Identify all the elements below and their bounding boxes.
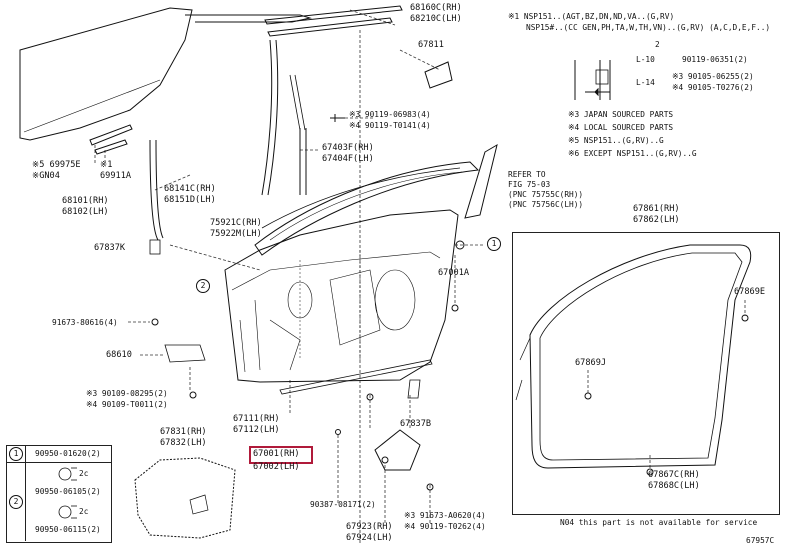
label-67831[interactable]: 67831(RH) bbox=[160, 427, 207, 437]
label-67869e[interactable]: 67869E bbox=[734, 287, 766, 297]
footer-note: N04 this part is not available for servi… bbox=[560, 518, 758, 527]
door-frame bbox=[254, 161, 480, 256]
label-68141[interactable]: 68141C(RH) bbox=[164, 184, 216, 194]
label-75921[interactable]: 75921C(RH) bbox=[210, 218, 262, 228]
fastener-legend: 1 90950-01620(2) 2 2c 90950-06105(2) 2c … bbox=[6, 445, 112, 543]
label-67869j[interactable]: 67869J bbox=[575, 358, 607, 368]
label-67862[interactable]: 67862(LH) bbox=[633, 215, 680, 225]
legend-row-2: 2 2c 90950-06105(2) 2c 90950-06115(2) bbox=[7, 462, 111, 541]
label-68160[interactable]: 68160C(RH) bbox=[410, 3, 462, 13]
weatherstrip-detail-box bbox=[512, 232, 780, 515]
callout-circle-1[interactable]: 1 bbox=[487, 237, 501, 251]
service-hole-cover bbox=[134, 457, 236, 539]
figure-number: 67957C bbox=[746, 536, 775, 545]
label-68151[interactable]: 68151D(LH) bbox=[164, 195, 216, 205]
legend-num-2: 2 bbox=[9, 495, 23, 509]
label-67837b[interactable]: 67837B bbox=[400, 419, 432, 429]
bracket-67923 bbox=[374, 429, 421, 471]
label-90119c[interactable]: ※4 90119-T0262(4) bbox=[404, 522, 486, 531]
legend-part-2b[interactable]: 90950-06115(2) bbox=[35, 525, 101, 534]
refer-line3[interactable]: (PNC 75755C(RH)) bbox=[508, 190, 584, 199]
refer-line4[interactable]: (PNC 75756C(LH)) bbox=[508, 200, 584, 209]
legend-washer-icons bbox=[58, 467, 77, 519]
label-68210[interactable]: 68210C(LH) bbox=[410, 14, 462, 24]
inset-l10-part: 90119-06351(2) bbox=[682, 55, 748, 64]
belt-molding-outer bbox=[264, 5, 403, 25]
legend-num-1: 1 bbox=[9, 447, 23, 461]
inset-circle-num: 2 bbox=[655, 40, 660, 49]
label-67924[interactable]: 67924(LH) bbox=[346, 533, 393, 543]
label-68102[interactable]: 68102(LH) bbox=[62, 207, 109, 217]
label-67837k[interactable]: 67837K bbox=[94, 243, 126, 253]
label-90119b[interactable]: ※4 90119-T0141(4) bbox=[349, 121, 431, 130]
legend-dim-a: 2c bbox=[79, 469, 89, 478]
label-91673b[interactable]: ※3 91673-A0620(4) bbox=[404, 511, 486, 520]
legend-part-1[interactable]: 90950-01620(2) bbox=[35, 449, 101, 458]
label-67002[interactable]: 67002(LH) bbox=[253, 462, 300, 472]
label-68610[interactable]: 68610 bbox=[106, 350, 132, 360]
label-67867[interactable]: 67867C(RH) bbox=[648, 470, 700, 480]
label-67001a[interactable]: 67001A bbox=[438, 268, 470, 278]
inset-l14: L-14 bbox=[636, 78, 655, 87]
legend-row-1: 1 90950-01620(2) bbox=[7, 446, 111, 463]
label-68101[interactable]: 68101(RH) bbox=[62, 196, 109, 206]
label-69911a[interactable]: 69911A bbox=[100, 171, 132, 181]
run-channel bbox=[185, 14, 312, 23]
label-69975[interactable]: ※5 69975E bbox=[32, 160, 81, 170]
inset-l14-part4: ※4 90105-T0276(2) bbox=[672, 83, 754, 92]
note-6: ※6 EXCEPT NSP151..(G,RV)..G bbox=[568, 149, 697, 158]
inset-bolt bbox=[574, 60, 611, 100]
label-90387[interactable]: 90387-08171(2) bbox=[310, 500, 376, 509]
highlight-67001 bbox=[249, 446, 313, 464]
refer-line2[interactable]: FIG 75-03 bbox=[508, 180, 551, 189]
label-91673[interactable]: 91673-80616(4) bbox=[52, 318, 118, 327]
legend-part-2a[interactable]: 90950-06105(2) bbox=[35, 487, 101, 496]
inset-l14-part3: ※3 90105-06255(2) bbox=[672, 72, 754, 81]
note-1b: NSP15#..(CC GEN,PH,TA,W,TH,VN)..(G,RV) (… bbox=[526, 23, 771, 32]
label-67112[interactable]: 67112(LH) bbox=[233, 425, 280, 435]
window-glass bbox=[19, 7, 193, 141]
note-3: ※3 JAPAN SOURCED PARTS bbox=[568, 110, 674, 119]
label-67403[interactable]: 67403F(RH) bbox=[322, 143, 374, 153]
label-90119a[interactable]: ※3 90119-06983(4) bbox=[349, 110, 431, 119]
refer-line1[interactable]: REFER TO bbox=[508, 170, 546, 179]
label-67923[interactable]: 67923(RH) bbox=[346, 522, 393, 532]
label-90109b[interactable]: ※4 90109-T0011(2) bbox=[86, 400, 168, 409]
label-67861[interactable]: 67861(RH) bbox=[633, 204, 680, 214]
label-67404[interactable]: 67404F(LH) bbox=[322, 154, 374, 164]
label-67868[interactable]: 67868C(LH) bbox=[648, 481, 700, 491]
label-69911-note: ※1 bbox=[100, 160, 113, 170]
callout-circle-2[interactable]: 2 bbox=[196, 279, 210, 293]
label-67001[interactable]: 67001(RH) bbox=[253, 449, 300, 459]
label-67111[interactable]: 67111(RH) bbox=[233, 414, 280, 424]
door-weatherstrip bbox=[529, 244, 752, 469]
label-67832[interactable]: 67832(LH) bbox=[160, 438, 207, 448]
inset-l10: L-10 bbox=[636, 55, 655, 64]
note-4: ※4 LOCAL SOURCED PARTS bbox=[568, 123, 674, 132]
label-gn04: ※GN04 bbox=[32, 171, 60, 181]
note-5: ※5 NSP151..(G,RV)..G bbox=[568, 136, 664, 145]
label-67811[interactable]: 67811 bbox=[418, 40, 444, 50]
label-90109a[interactable]: ※3 90109-08295(2) bbox=[86, 389, 168, 398]
label-75922[interactable]: 75922M(LH) bbox=[210, 229, 262, 239]
note-1a: ※1 NSP151..(AGT,BZ,DN,ND,VA..(G,RV) bbox=[508, 12, 675, 21]
door-panel bbox=[224, 209, 459, 383]
legend-dim-b: 2c bbox=[79, 507, 89, 516]
